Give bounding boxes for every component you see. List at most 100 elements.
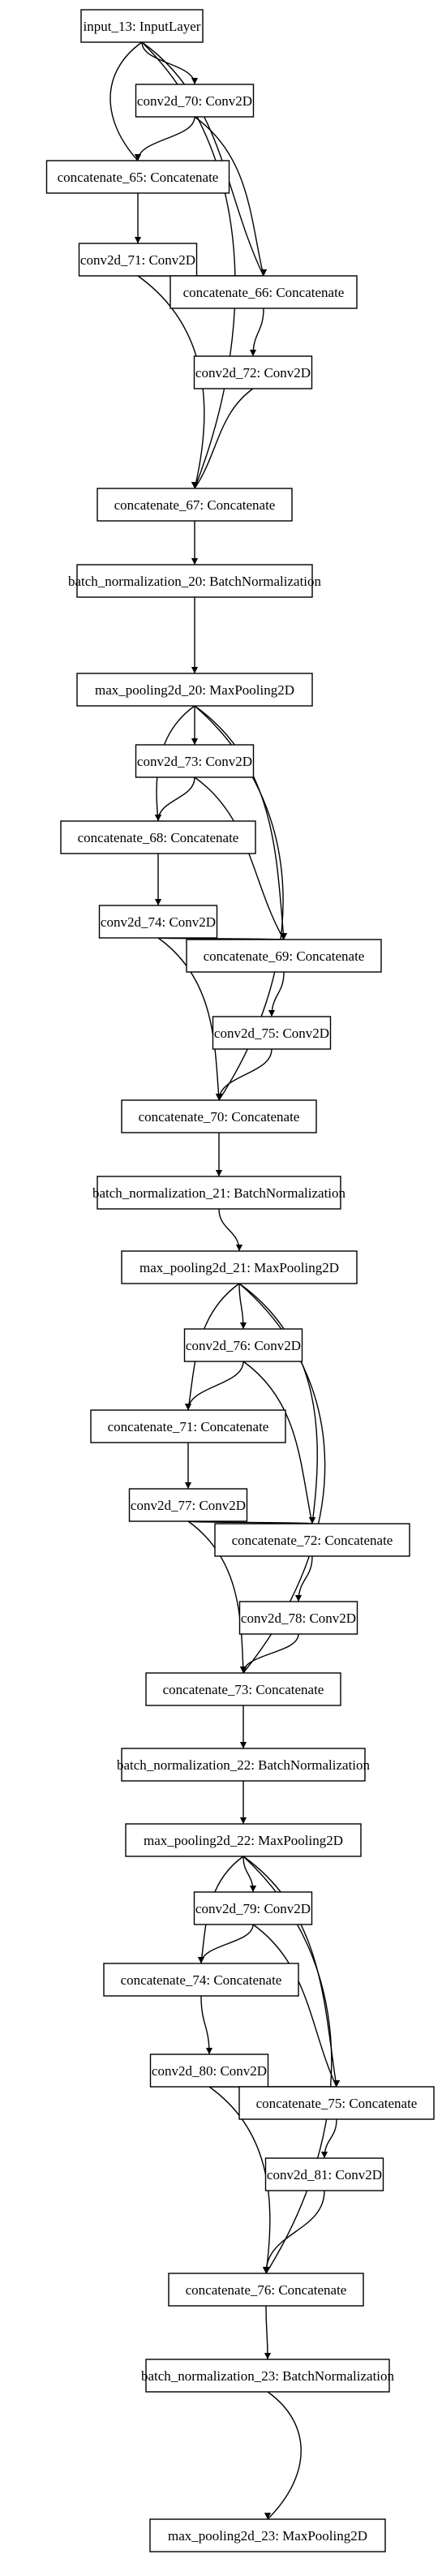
node-max_pooling2d_21: max_pooling2d_21: MaxPooling2D	[121, 1250, 358, 1284]
edge-line	[157, 937, 220, 1101]
edge-conv2d_72-to-concatenate_67	[191, 388, 254, 489]
node-box	[145, 2359, 390, 2393]
edge-concatenate_65-to-conv2d_71	[134, 193, 142, 243]
edge-line	[187, 1361, 244, 1411]
node-concatenate_73: concatenate_73: Concatenate	[145, 1672, 341, 1706]
node-box	[238, 2086, 435, 2120]
edge-line	[187, 1520, 244, 1674]
edge-arrowhead	[134, 153, 142, 161]
node-concatenate_68: concatenate_68: Concatenate	[60, 820, 256, 854]
node-label: input_13: InputLayer	[84, 19, 201, 34]
edge-line	[252, 307, 264, 357]
node-box	[170, 275, 358, 309]
node-label: conv2d_74: Conv2D	[101, 914, 216, 930]
node-label: concatenate_67: Concatenate	[114, 497, 276, 513]
edge-arrowhead	[134, 236, 142, 243]
node-label: conv2d_71: Conv2D	[80, 252, 195, 268]
node-box	[186, 939, 382, 973]
edge-line	[242, 1361, 313, 1525]
edge-arrowhead	[215, 1169, 223, 1176]
node-box	[149, 2518, 386, 2552]
node-label: concatenate_65: Concatenate	[58, 170, 219, 185]
nodes-layer: input_13: InputLayer conv2d_70: Conv2D con…	[45, 9, 435, 2552]
node-box	[135, 84, 255, 118]
edge-line	[194, 388, 254, 489]
node-conv2d_79: conv2d_79: Conv2D	[193, 1891, 313, 1925]
edge-max_pooling2d_22-to-conv2d_79	[242, 1856, 257, 1893]
node-box	[121, 1099, 317, 1133]
edge-line	[109, 41, 143, 161]
edge-conv2d_78-to-concatenate_73	[239, 1633, 299, 1674]
node-concatenate_75: concatenate_75: Concatenate	[238, 2086, 435, 2120]
node-label: batch_normalization_22: BatchNormalizati…	[117, 1757, 371, 1773]
node-batch_normalization_22: batch_normalization_22: BatchNormalizati…	[117, 1748, 371, 1782]
node-label: concatenate_68: Concatenate	[78, 830, 239, 845]
node-label: concatenate_70: Concatenate	[139, 1109, 300, 1125]
edge-arrowhead	[262, 2266, 270, 2273]
edge-line	[267, 2391, 302, 2520]
node-box	[78, 243, 198, 277]
node-max_pooling2d_20: max_pooling2d_20: MaxPooling2D	[76, 673, 313, 707]
node-label: batch_normalization_23: BatchNormalizati…	[141, 2368, 395, 2384]
edge-concatenate_67-to-batch_normalization_20	[191, 521, 199, 565]
node-box	[193, 1891, 313, 1925]
edge-concatenate_73-to-batch_normalization_22	[239, 1705, 247, 1748]
node-conv2d_74: conv2d_74: Conv2D	[98, 905, 218, 939]
node-box	[264, 2157, 384, 2191]
edge-arrowhead	[260, 269, 268, 276]
node-label: conv2d_80: Conv2D	[152, 2063, 267, 2079]
node-label: concatenate_73: Concatenate	[163, 1682, 324, 1697]
edge-arrowhead	[215, 1093, 223, 1100]
edge-arrowhead	[249, 349, 257, 356]
edge-line	[200, 1995, 210, 2055]
node-conv2d_73: conv2d_73: Conv2D	[135, 744, 255, 778]
node-conv2d_76: conv2d_76: Conv2D	[183, 1328, 303, 1362]
edge-arrowhead	[264, 2512, 272, 2519]
edge-line	[194, 116, 264, 277]
node-box	[135, 744, 255, 778]
node-label: max_pooling2d_22: MaxPooling2D	[144, 1833, 343, 1848]
node-label: concatenate_74: Concatenate	[121, 1972, 282, 1988]
node-label: conv2d_77: Conv2D	[131, 1498, 246, 1513]
edge-arrowhead	[264, 2352, 272, 2359]
node-box	[103, 1963, 299, 1997]
edge-concatenate_66-to-conv2d_72	[249, 307, 264, 357]
node-box	[183, 1328, 303, 1362]
node-concatenate_71: concatenate_71: Concatenate	[90, 1409, 286, 1443]
edge-concatenate_74-to-conv2d_80	[200, 1995, 213, 2055]
edge-input_13-to-concatenate_66	[141, 41, 268, 277]
node-box	[45, 160, 230, 194]
edge-arrowhead	[235, 1244, 243, 1251]
node-concatenate_66: concatenate_66: Concatenate	[170, 275, 358, 309]
node-box	[76, 673, 313, 707]
node-label: concatenate_72: Concatenate	[232, 1533, 393, 1548]
node-input_13: input_13: InputLayer	[80, 9, 204, 43]
edge-concatenate_69-to-conv2d_75	[268, 971, 285, 1017]
node-box	[125, 1823, 362, 1857]
node-batch_normalization_21: batch_normalization_21: BatchNormalizati…	[92, 1176, 346, 1210]
node-label: concatenate_66: Concatenate	[183, 285, 345, 300]
edge-line	[137, 116, 195, 161]
edge-max_pooling2d_20-to-conv2d_73	[191, 706, 199, 745]
edge-line	[265, 2190, 325, 2274]
edge-arrowhead	[154, 898, 162, 905]
node-box	[212, 1016, 332, 1050]
edge-arrowhead	[191, 481, 199, 488]
edge-line	[265, 2305, 268, 2360]
edge-arrowhead	[184, 1482, 192, 1489]
edge-concatenate_76-to-batch_normalization_23	[264, 2305, 272, 2360]
node-box	[149, 2053, 269, 2088]
node-box	[128, 1488, 248, 1522]
node-box	[80, 9, 204, 43]
edge-batch_normalization_21-to-max_pooling2d_21	[218, 1208, 243, 1252]
edge-line	[141, 41, 264, 277]
edge-arrowhead	[320, 2151, 328, 2158]
edge-conv2d_81-to-concatenate_76	[262, 2190, 325, 2274]
node-conv2d_70: conv2d_70: Conv2D	[135, 84, 255, 118]
node-box	[98, 905, 218, 939]
edge-concatenate_75-to-conv2d_81	[320, 2118, 337, 2159]
node-batch_normalization_20: batch_normalization_20: BatchNormalizati…	[68, 564, 322, 598]
node-conv2d_72: conv2d_72: Conv2D	[193, 355, 313, 389]
edge-arrowhead	[184, 1403, 192, 1410]
